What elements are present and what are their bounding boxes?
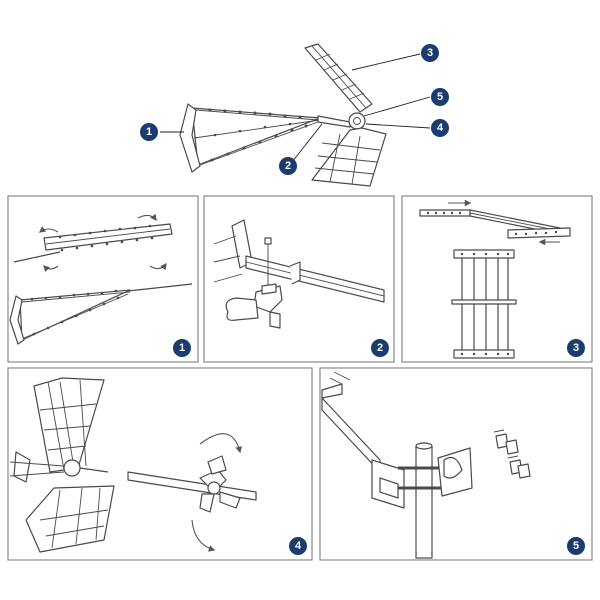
callout-badge-5: 5 [431, 88, 449, 106]
reflector-assembly [179, 103, 321, 173]
upper-element-panel [304, 43, 373, 113]
svg-text:1: 1 [146, 126, 152, 138]
callout-badge-3: 3 [421, 44, 439, 62]
callout-badge-1: 1 [140, 123, 158, 141]
svg-text:4: 4 [437, 122, 444, 134]
svg-text:3: 3 [427, 47, 433, 59]
lower-element-panel [311, 127, 387, 187]
boom [317, 115, 351, 128]
hub [348, 112, 366, 130]
step-badge-4: 4 [289, 537, 307, 555]
step-5-panel [319, 367, 593, 561]
svg-text:5: 5 [573, 540, 579, 552]
step-badge-2: 2 [371, 339, 389, 357]
step-2-panel [203, 195, 395, 363]
step-4-panel [7, 367, 313, 561]
callout-badge-4: 4 [431, 119, 449, 137]
callout-badge-2: 2 [279, 157, 297, 175]
svg-text:1: 1 [179, 342, 185, 354]
svg-text:5: 5 [437, 91, 443, 103]
svg-text:3: 3 [573, 342, 579, 354]
overview-antenna [160, 43, 431, 187]
svg-text:4: 4 [295, 540, 302, 552]
svg-text:2: 2 [377, 342, 383, 354]
step-badge-5: 5 [567, 537, 585, 555]
svg-text:2: 2 [285, 160, 291, 172]
step-badge-3: 3 [567, 339, 585, 357]
step-badge-1: 1 [173, 339, 191, 357]
step-1-panel [7, 195, 199, 363]
step-3-panel [401, 195, 593, 363]
